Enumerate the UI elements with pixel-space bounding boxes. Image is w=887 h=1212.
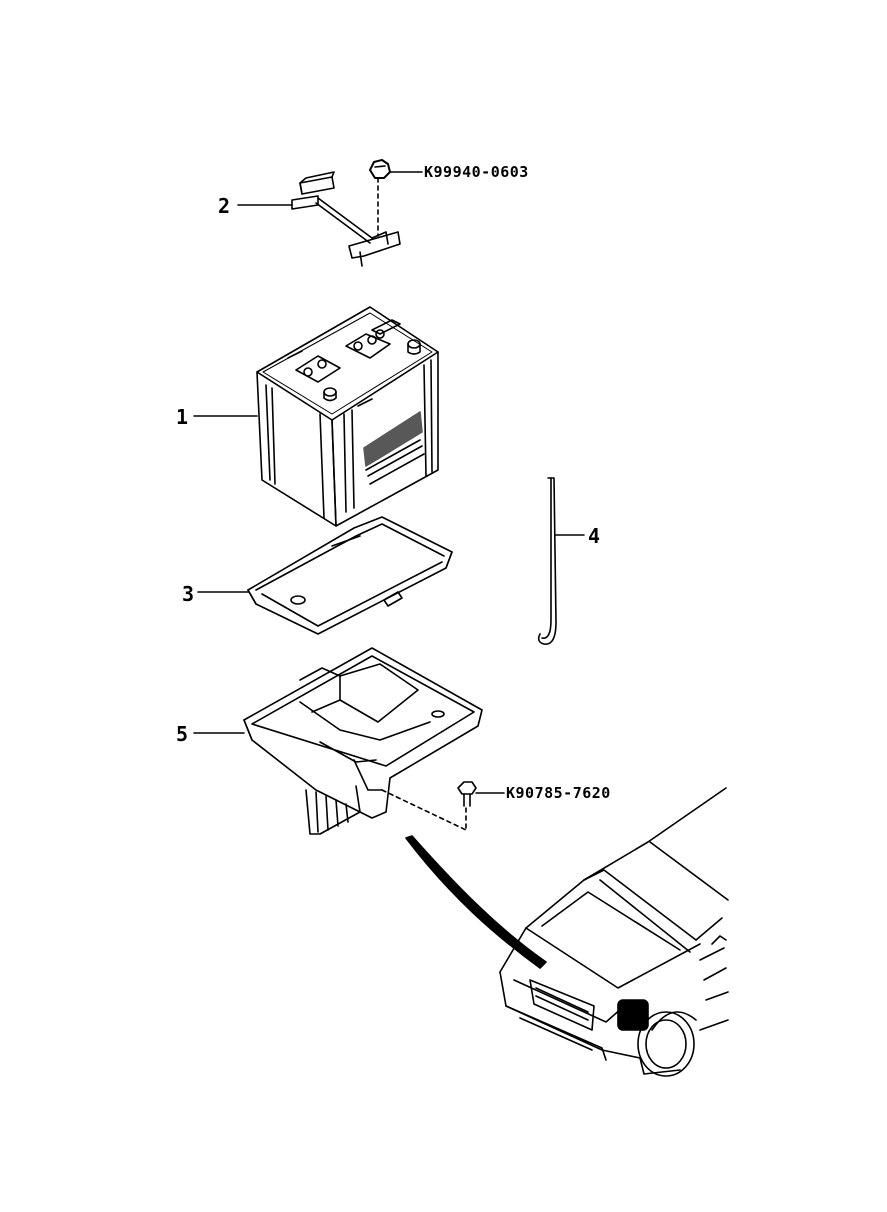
j-hook-rod — [539, 478, 556, 644]
battery — [257, 307, 438, 526]
battery-tray — [244, 648, 482, 834]
tray-liner — [248, 517, 452, 634]
callout-2: 2 — [218, 194, 231, 218]
vehicle-front-view — [500, 788, 728, 1076]
callout-4: 4 — [588, 524, 601, 548]
hold-down-clamp — [292, 172, 400, 266]
callout-nut-part-number: K99940-0603 — [424, 163, 529, 181]
flange-nut — [370, 160, 390, 236]
callout-3: 3 — [182, 582, 195, 606]
callout-5: 5 — [176, 722, 189, 746]
callout-bolt-part-number: K90785-7620 — [506, 784, 611, 802]
callout-1: 1 — [176, 405, 189, 429]
location-pointer — [406, 836, 546, 968]
bolt — [458, 782, 476, 828]
